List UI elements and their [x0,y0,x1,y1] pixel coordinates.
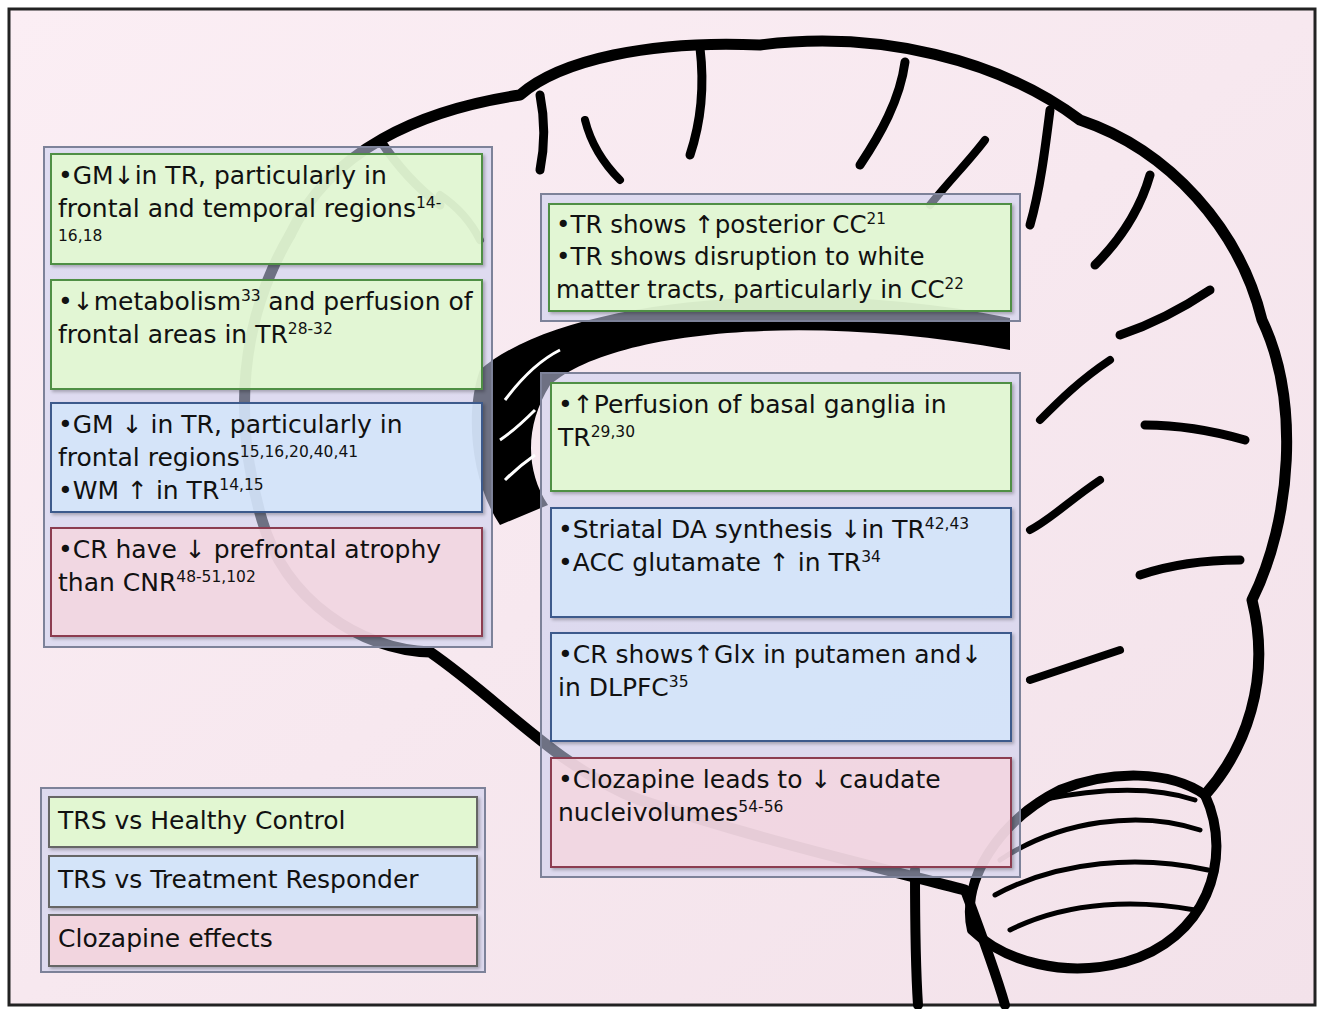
legend-label: Clozapine effects [58,924,273,953]
finding-box: •CR have ↓ prefrontal atrophy than CNR48… [50,527,483,637]
finding-text: •CR have ↓ prefrontal atrophy than CNR [58,535,441,597]
bullet-line: •Clozapine leads to ↓ caudate nucleivolu… [558,763,1004,829]
finding-text: •↓metabolism [58,287,241,316]
finding-box: •TR shows ↑posterior CC21•TR shows disru… [548,203,1012,312]
reference-superscript: 33 [241,287,261,305]
bullet-line: •TR shows ↑posterior CC21 [556,209,1004,241]
finding-text: •GM ↓ in TR, particularly in frontal reg… [58,410,403,472]
bullet-line: •CR have ↓ prefrontal atrophy than CNR48… [58,533,475,599]
finding-text: •Striatal DA synthesis ↓in TR [558,515,925,544]
legend-label: TRS vs Treatment Responder [58,865,419,894]
reference-superscript: 34 [861,548,881,566]
bullet-line: •↓metabolism33and perfusion of frontal a… [58,285,475,351]
finding-text: •CR shows↑Glx in putamen and↓ in DLPFC [558,640,982,702]
finding-text: •TR shows ↑posterior CC [556,210,867,239]
reference-superscript: 15,16,20,40,41 [240,443,358,461]
finding-box: •CR shows↑Glx in putamen and↓ in DLPFC35 [550,632,1012,742]
bullet-line: •CR shows↑Glx in putamen and↓ in DLPFC35 [558,638,1004,704]
bullet-line: •ACC glutamate ↑ in TR34 [558,546,1004,579]
finding-box: •Clozapine leads to ↓ caudate nucleivolu… [550,757,1012,868]
finding-text: •WM ↑ in TR [58,476,219,505]
finding-text: •ACC glutamate ↑ in TR [558,548,861,577]
legend-label: TRS vs Healthy Control [58,806,345,835]
bullet-line: •↑Perfusion of basal ganglia in TR29,30 [558,388,1004,454]
finding-text: •Clozapine leads to ↓ caudate nucleivolu… [558,765,941,827]
finding-box: •↓metabolism33and perfusion of frontal a… [50,279,483,390]
reference-superscript: 22 [945,275,964,293]
finding-text: •GM↓in TR, particularly in frontal and t… [58,161,416,223]
reference-superscript: 21 [867,210,886,228]
legend-swatch: TRS vs Healthy Control [48,796,478,848]
reference-superscript: 48-51,102 [176,568,256,586]
bullet-line: •Striatal DA synthesis ↓in TR42,43 [558,513,1004,546]
reference-superscript: 28-32 [288,320,333,338]
reference-superscript: 35 [669,673,689,691]
finding-box: •Striatal DA synthesis ↓in TR42,43•ACC g… [550,507,1012,618]
finding-text: •↑Perfusion of basal ganglia in TR [558,390,947,452]
legend-swatch: Clozapine effects [48,914,478,967]
bullet-line: •GM↓in TR, particularly in frontal and t… [58,159,475,258]
bullet-line: •TR shows disruption to white matter tra… [556,241,1004,306]
bullet-line: •WM ↑ in TR14,15 [58,474,475,507]
finding-box: •GM↓in TR, particularly in frontal and t… [50,153,483,265]
reference-superscript: 29,30 [591,423,635,441]
reference-superscript: 14,15 [219,476,263,494]
finding-box: •GM ↓ in TR, particularly in frontal reg… [50,402,483,513]
finding-text: •TR shows disruption to white matter tra… [556,242,945,303]
reference-superscript: 42,43 [925,515,969,533]
bullet-line: •GM ↓ in TR, particularly in frontal reg… [58,408,475,474]
finding-box: •↑Perfusion of basal ganglia in TR29,30 [550,382,1012,492]
legend-swatch: TRS vs Treatment Responder [48,855,478,908]
reference-superscript: 54-56 [738,798,783,816]
